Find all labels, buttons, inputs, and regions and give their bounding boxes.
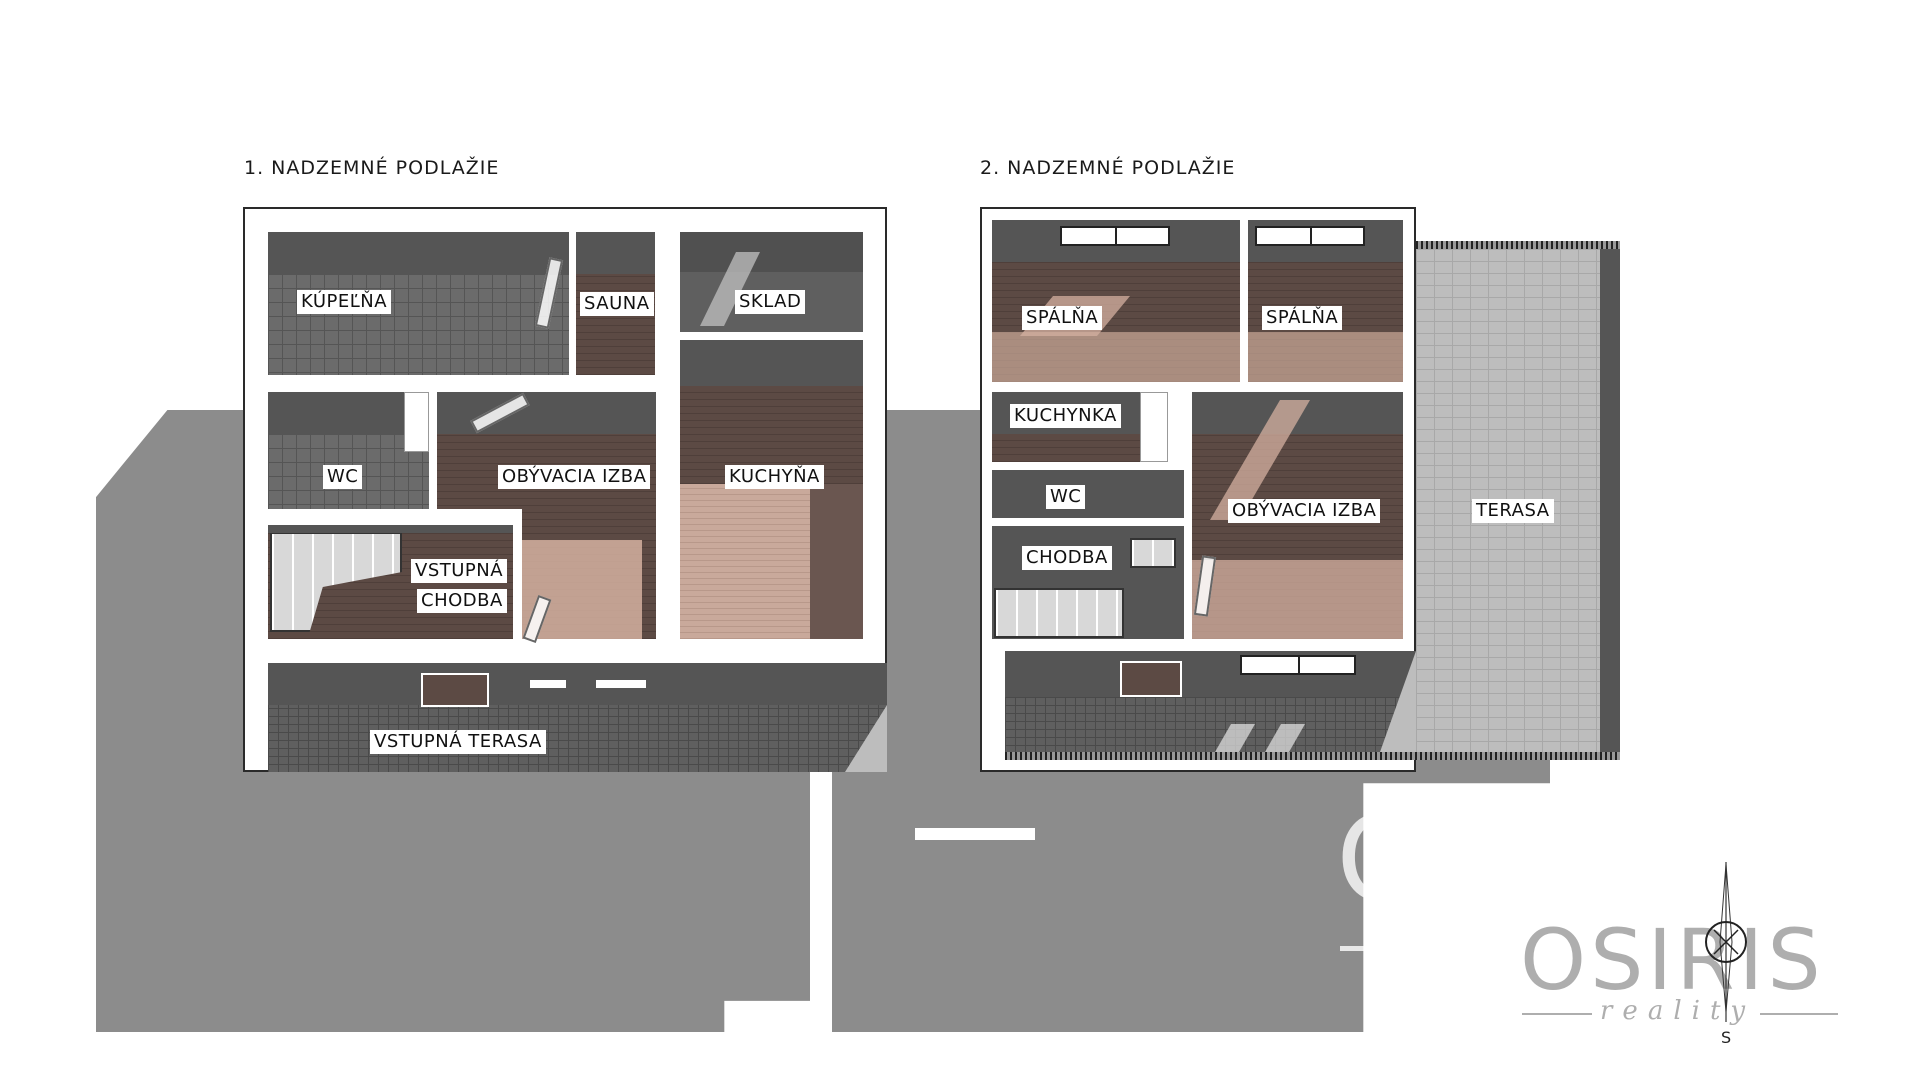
compass-icon (1705, 862, 1747, 1022)
label-living-2: OBÝVACIA IZBA (1228, 499, 1381, 523)
floor-2-title: 2. NADZEMNÉ PODLAŽIE (980, 157, 1236, 179)
watermark-large-text: OS (1336, 790, 1516, 928)
label-entrance-terrace: VSTUPNÁ TERASA (370, 730, 546, 754)
label-bathroom: KÚPEĽŇA (297, 290, 392, 314)
watermark-large-underline (1340, 946, 1435, 951)
label-living-1: OBÝVACIA IZBA (498, 465, 651, 489)
floor-2-gallery-window (1240, 655, 1356, 675)
site-marker-bar (915, 828, 1035, 840)
label-hallway: CHODBA (1022, 546, 1112, 570)
staircase-2 (994, 588, 1124, 638)
label-wc-1: WC (323, 465, 363, 489)
label-kitchenette: KUCHYNKA (1010, 404, 1121, 428)
entrance-terrace-window-1 (530, 680, 566, 688)
kitchenette-column (1140, 392, 1168, 462)
compass-direction-label: S (1721, 1028, 1732, 1047)
kitchen-counter (810, 484, 863, 639)
label-terrace: TERASA (1472, 499, 1554, 523)
entrance-terrace-wall-band (268, 663, 887, 705)
living-1-wall-band (437, 392, 656, 434)
label-entrance-hall-2: CHODBA (417, 589, 507, 613)
staircase-2-landing (1130, 538, 1176, 568)
label-wc-2: WC (1046, 485, 1086, 509)
terrace-edge-right (1600, 249, 1620, 752)
entrance-hall-left-wall (268, 525, 513, 533)
sauna-wall-band (576, 232, 655, 274)
watermark-logo-line-right (1760, 1013, 1838, 1015)
entrance-terrace-door (421, 673, 489, 707)
bedroom-1-window (1060, 226, 1170, 246)
wc-wall-band (268, 392, 429, 434)
room-wc-2 (992, 470, 1184, 518)
label-bedroom-1: SPÁLŇA (1022, 306, 1103, 330)
terrace-railing-bottom (1005, 752, 1620, 760)
kitchen-wall-band (680, 340, 863, 386)
floor-2-lower-gallery-floor (1005, 697, 1416, 752)
bathroom-wall-band (268, 232, 569, 274)
watermark-logo-subtext: reality (1600, 996, 1756, 1026)
bedroom-2-floor-light (1248, 332, 1403, 382)
room-entrance-terrace (268, 700, 887, 772)
bedroom-1-floor-light (992, 332, 1240, 382)
floor-2-gallery-door (1120, 661, 1182, 697)
floor-1-title: 1. NADZEMNÉ PODLAŽIE (244, 157, 500, 179)
watermark-logo-line-left (1522, 1013, 1592, 1015)
label-bedroom-2: SPÁLŇA (1262, 306, 1343, 330)
entrance-terrace-window-2 (596, 680, 646, 688)
label-storage: SKLAD (735, 290, 806, 314)
label-entrance-hall-1: VSTUPNÁ (411, 559, 508, 583)
terrace-railing-top (1416, 241, 1620, 249)
living-2-floor-light (1192, 560, 1403, 639)
bedroom-2-window (1255, 226, 1365, 246)
label-sauna: SAUNA (580, 292, 654, 316)
label-kitchen: KUCHYŇA (725, 465, 824, 489)
wc-partition (404, 392, 429, 452)
watermark-logo-text: OSIRIS (1520, 911, 1825, 1009)
storage-wall-band (680, 232, 863, 272)
watermark-large-subtext: re (1460, 920, 1517, 960)
